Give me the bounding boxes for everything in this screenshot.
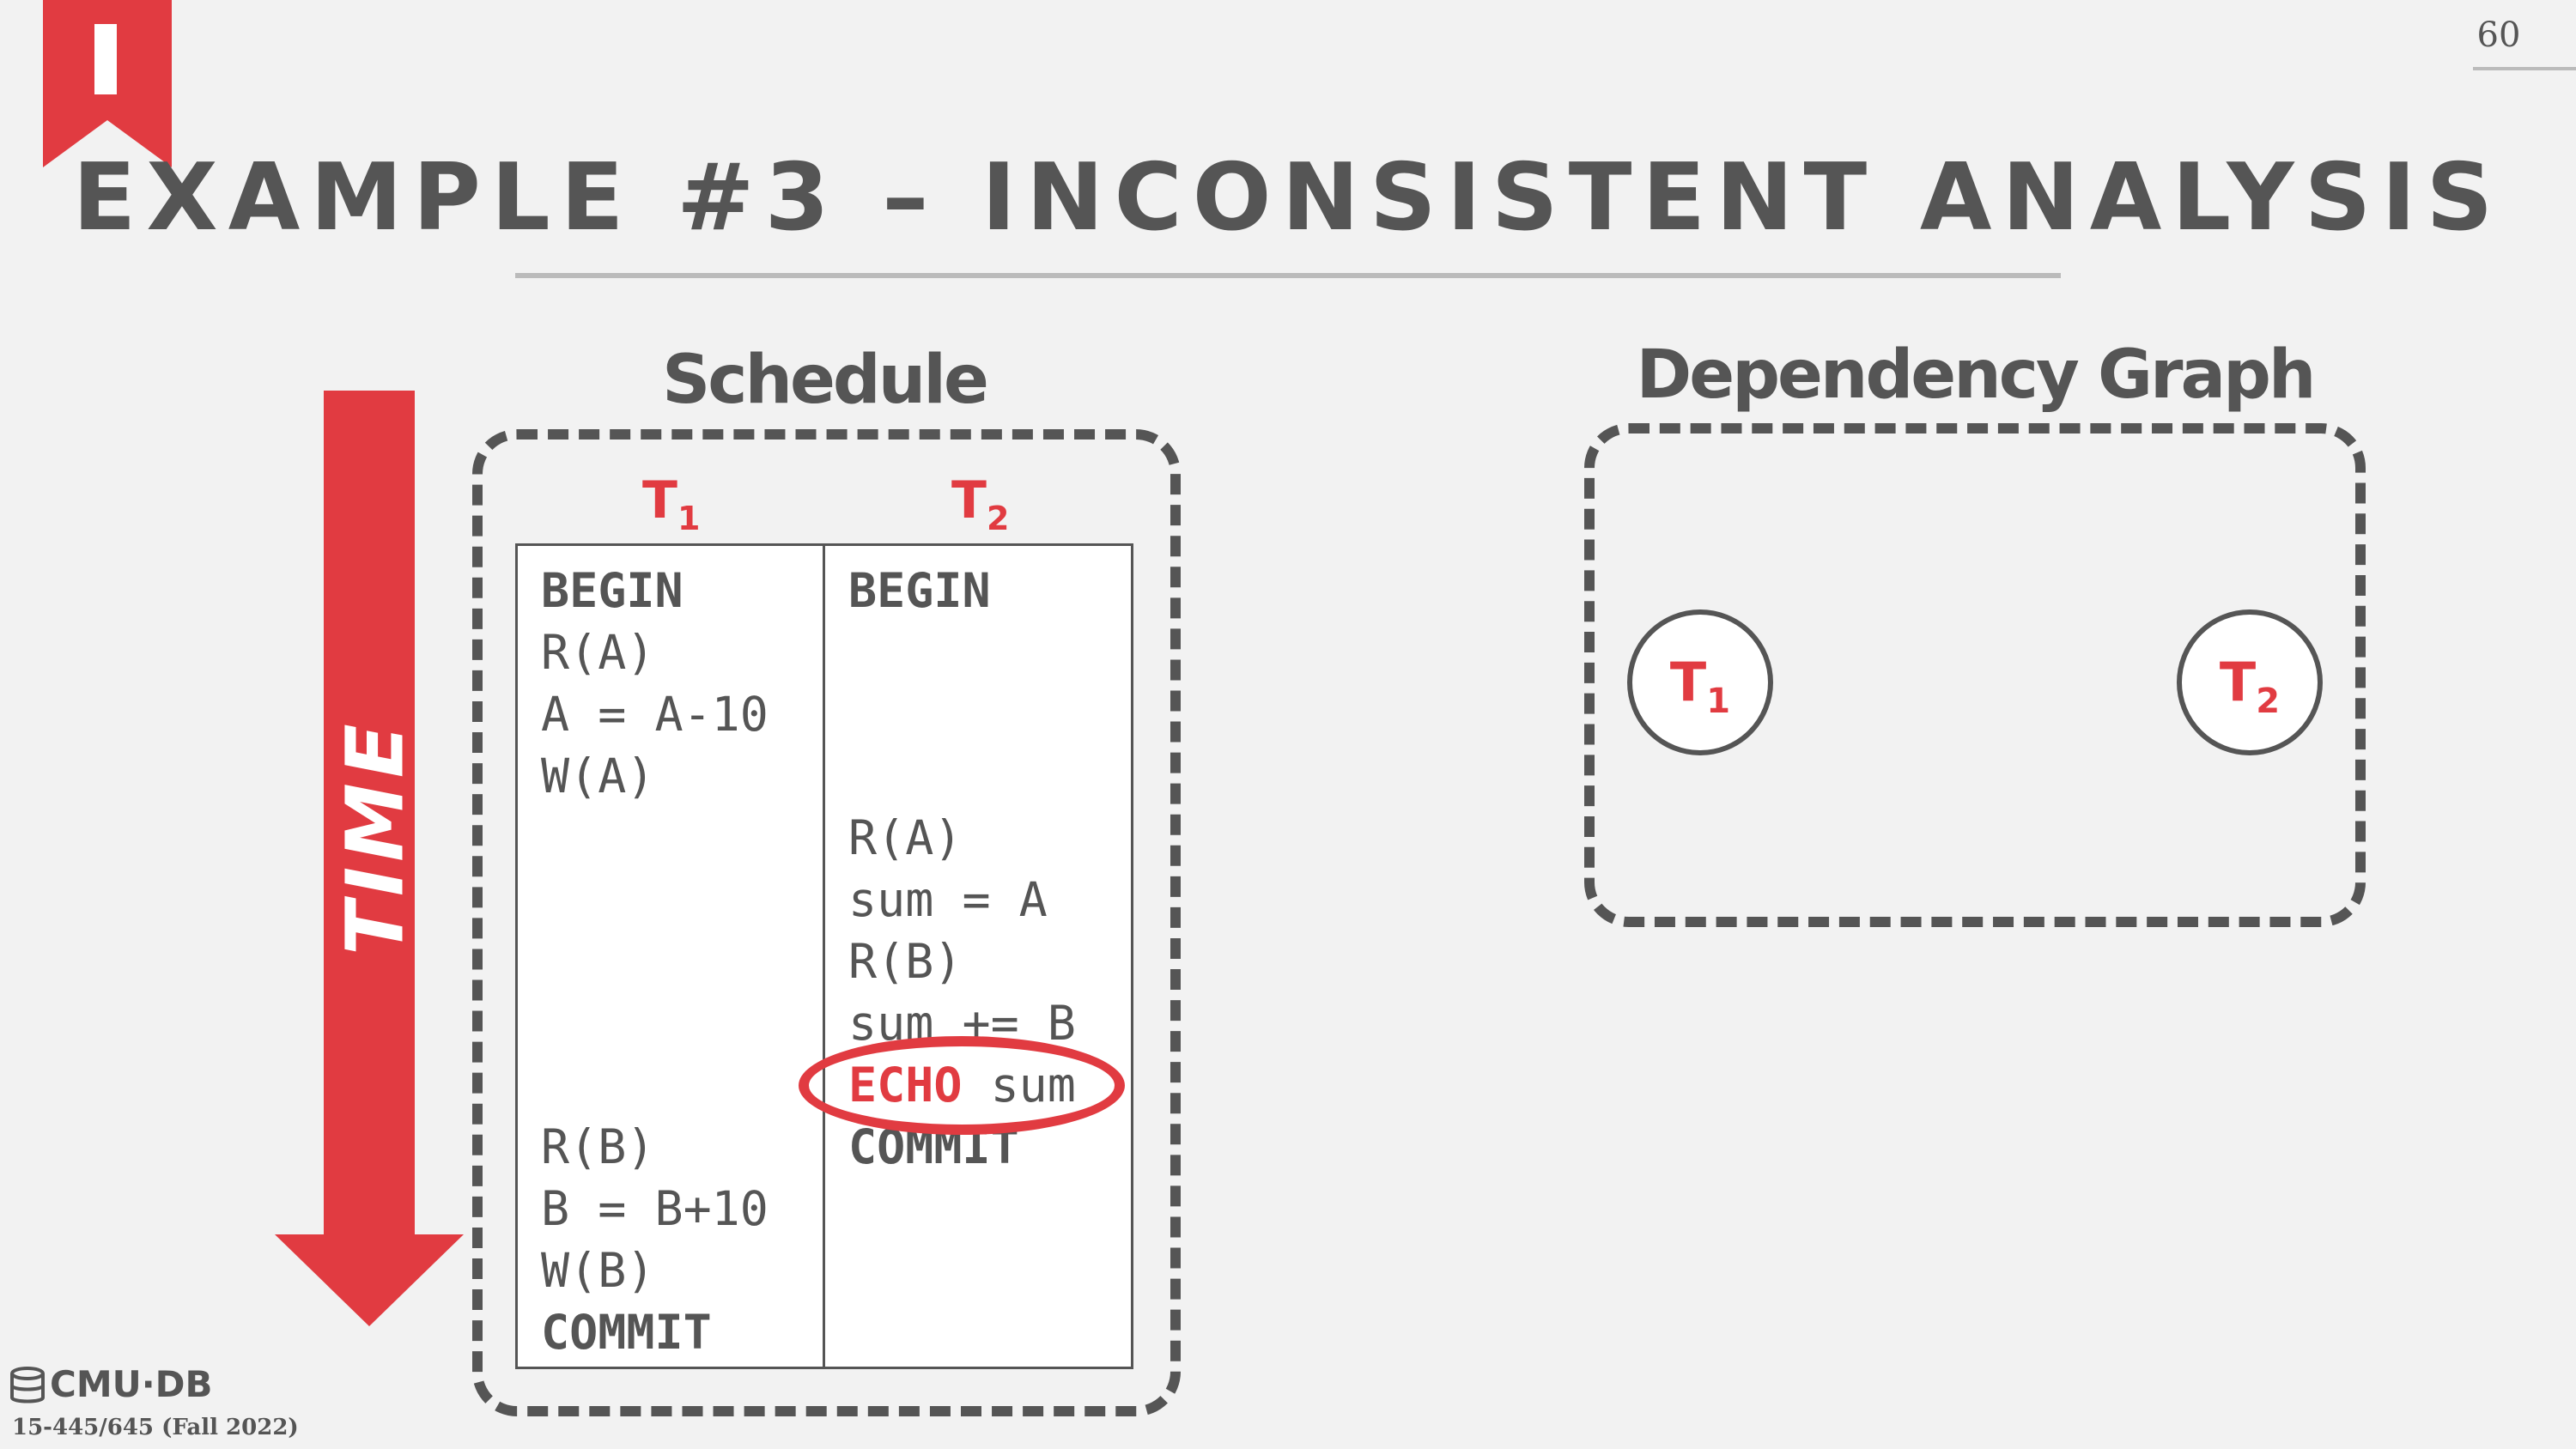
dependency-graph-heading: Dependency Graph <box>1636 336 2317 414</box>
dependency-graph-frame <box>1584 423 2366 927</box>
course-label: 15-445/645 (Fall 2022) <box>12 1415 299 1440</box>
database-icon <box>10 1367 45 1404</box>
graph-node-t1: T1 <box>1627 609 1773 755</box>
logo-text: CMU·DB <box>50 1363 213 1405</box>
t1-op-commit: COMMIT <box>541 1305 712 1360</box>
t1-op-begin: BEGIN <box>541 563 683 618</box>
schedule-column-t2: T2 <box>951 470 1010 537</box>
bookmark-icon <box>43 0 172 167</box>
t1-op-read-b: R(B) <box>541 1119 655 1174</box>
t1-op-write-a: W(A) <box>541 749 655 803</box>
graph-node-t1-subscript: 1 <box>1706 682 1731 721</box>
page-number: 60 <box>2476 15 2521 55</box>
t2-op-begin: BEGIN <box>848 563 991 618</box>
graph-node-t2: T2 <box>2177 609 2323 755</box>
t1-op-compute-a: A = A-10 <box>541 687 769 742</box>
t1-op-write-b: W(B) <box>541 1243 655 1298</box>
schedule-heading: Schedule <box>662 342 989 419</box>
time-arrow-icon <box>275 391 464 1326</box>
slide-title: EXAMPLE #3 – INCONSISTENT ANALYSIS <box>72 144 2504 252</box>
t2-op-read-a: R(A) <box>848 810 963 865</box>
title-underline <box>515 273 2061 278</box>
graph-node-t2-subscript: 2 <box>2256 682 2281 721</box>
cmu-db-logo: CMU·DB <box>9 1363 213 1408</box>
t2-op-read-b: R(B) <box>848 934 963 989</box>
graph-node-t1-name: T <box>1669 651 1707 713</box>
schedule-frame <box>472 429 1181 1416</box>
time-label: TIME <box>329 718 422 955</box>
graph-node-t2-name: T <box>2219 651 2257 713</box>
t2-op-sum-a: sum = A <box>848 872 1048 927</box>
echo-highlight-ellipse <box>799 1036 1125 1135</box>
page-number-rule <box>2473 67 2576 70</box>
t1-op-compute-b: B = B+10 <box>541 1181 769 1236</box>
t1-op-read-a: R(A) <box>541 625 655 680</box>
column-divider <box>823 546 825 1367</box>
schedule-column-t1: T1 <box>642 470 701 537</box>
schedule-table <box>515 543 1133 1369</box>
